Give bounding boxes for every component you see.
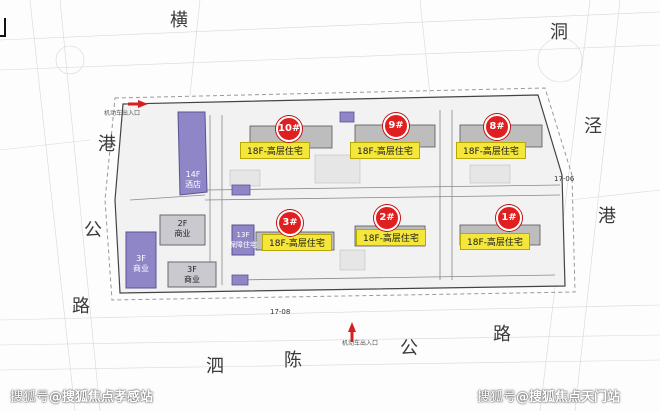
watermark-right-name: @搜狐焦点天门站 <box>516 390 621 405</box>
landscape-patches <box>229 154 511 271</box>
block-2f-use: 商业 <box>174 229 191 238</box>
site-boundary-outer <box>104 87 576 301</box>
road-char-s-2: 公 <box>400 338 418 359</box>
south-entrance-label: 机动车出入口 <box>342 340 379 347</box>
watermark-left-name: @搜狐焦点孝感站 <box>49 390 154 405</box>
block-13f-housing <box>231 224 255 256</box>
road-char-w-3: 路 <box>72 296 90 317</box>
road-char-w-1: 港 <box>98 134 116 155</box>
block-14f-label: 14F 酒店 <box>180 170 206 190</box>
tower-2-badge: 2# <box>374 205 400 231</box>
block-14f-use: 酒店 <box>185 180 201 189</box>
road-char-s-3: 路 <box>493 324 511 345</box>
block-14f-floors: 14F <box>185 170 201 179</box>
south-entrance-arrow <box>348 322 356 332</box>
block-3f-left-use: 商业 <box>133 264 149 273</box>
code-south: 17-08 <box>270 308 291 316</box>
road-char-s-0: 泗 <box>206 356 224 377</box>
road-char-e-0: 洞 <box>550 22 568 43</box>
tower-10-badge: 10# <box>276 116 302 142</box>
small-purple-block-1 <box>339 111 355 123</box>
block-2f-label: 2F 商业 <box>160 219 205 239</box>
road-char-w-0: 横 <box>170 10 188 31</box>
road-char-w-2: 公 <box>84 220 102 241</box>
block-3f-commercial-left <box>125 231 157 289</box>
code-east: 17-06 <box>554 175 575 183</box>
tower-8-label: 18F-高层住宅 <box>456 142 526 159</box>
west-entrance-label: 机动车出入口 <box>104 110 141 117</box>
block-3f-mid-label: 3F 商业 <box>168 265 216 285</box>
corner-mark <box>0 18 6 37</box>
block-3f-left-floors: 3F <box>136 254 146 263</box>
tower-1-badge: 1# <box>496 205 522 231</box>
small-purple-block-2 <box>231 184 251 196</box>
west-entrance-arrow <box>138 100 148 108</box>
tower-8-badge: 8# <box>484 114 510 140</box>
watermark-left-prefix: 搜狐号 <box>10 390 50 405</box>
internal-roads <box>129 110 561 285</box>
block-2f-commercial <box>159 214 206 246</box>
block-13f-floors: 13F <box>236 231 250 239</box>
block-3f-mid-use: 商业 <box>184 275 200 284</box>
site-boundary-inner <box>114 94 566 294</box>
tower-3-label: 18F-高层住宅 <box>262 234 332 251</box>
tower-1-label: 18F-高层住宅 <box>460 233 530 250</box>
tower-9-label: 18F-高层住宅 <box>350 142 420 159</box>
block-3f-commercial-mid <box>167 261 217 288</box>
small-purple-block-3 <box>231 274 249 286</box>
road-char-e-1: 泾 <box>584 116 602 137</box>
watermark-left: 搜狐号@搜狐焦点孝感站 <box>10 386 153 405</box>
block-3f-mid-floors: 3F <box>187 265 197 274</box>
block-3f-left-label: 3F 商业 <box>126 254 156 274</box>
block-14f-hotel <box>177 111 208 196</box>
block-13f-use: 保障住宅 <box>229 241 257 249</box>
tower-9-badge: 9# <box>383 113 409 139</box>
road-char-e-2: 港 <box>598 206 616 227</box>
tower-2-label: 18F-高层住宅 <box>356 229 426 246</box>
block-13f-label: 13F 保障住宅 <box>226 230 260 250</box>
tower-10-label: 18F-高层住宅 <box>240 142 310 159</box>
road-char-s-1: 陈 <box>284 350 302 371</box>
block-2f-floors: 2F <box>177 219 188 228</box>
watermark-right-prefix: 搜狐号 <box>477 390 517 405</box>
watermark-right: 搜狐号@搜狐焦点天门站 <box>477 386 620 405</box>
tower-3-badge: 3# <box>277 210 303 236</box>
